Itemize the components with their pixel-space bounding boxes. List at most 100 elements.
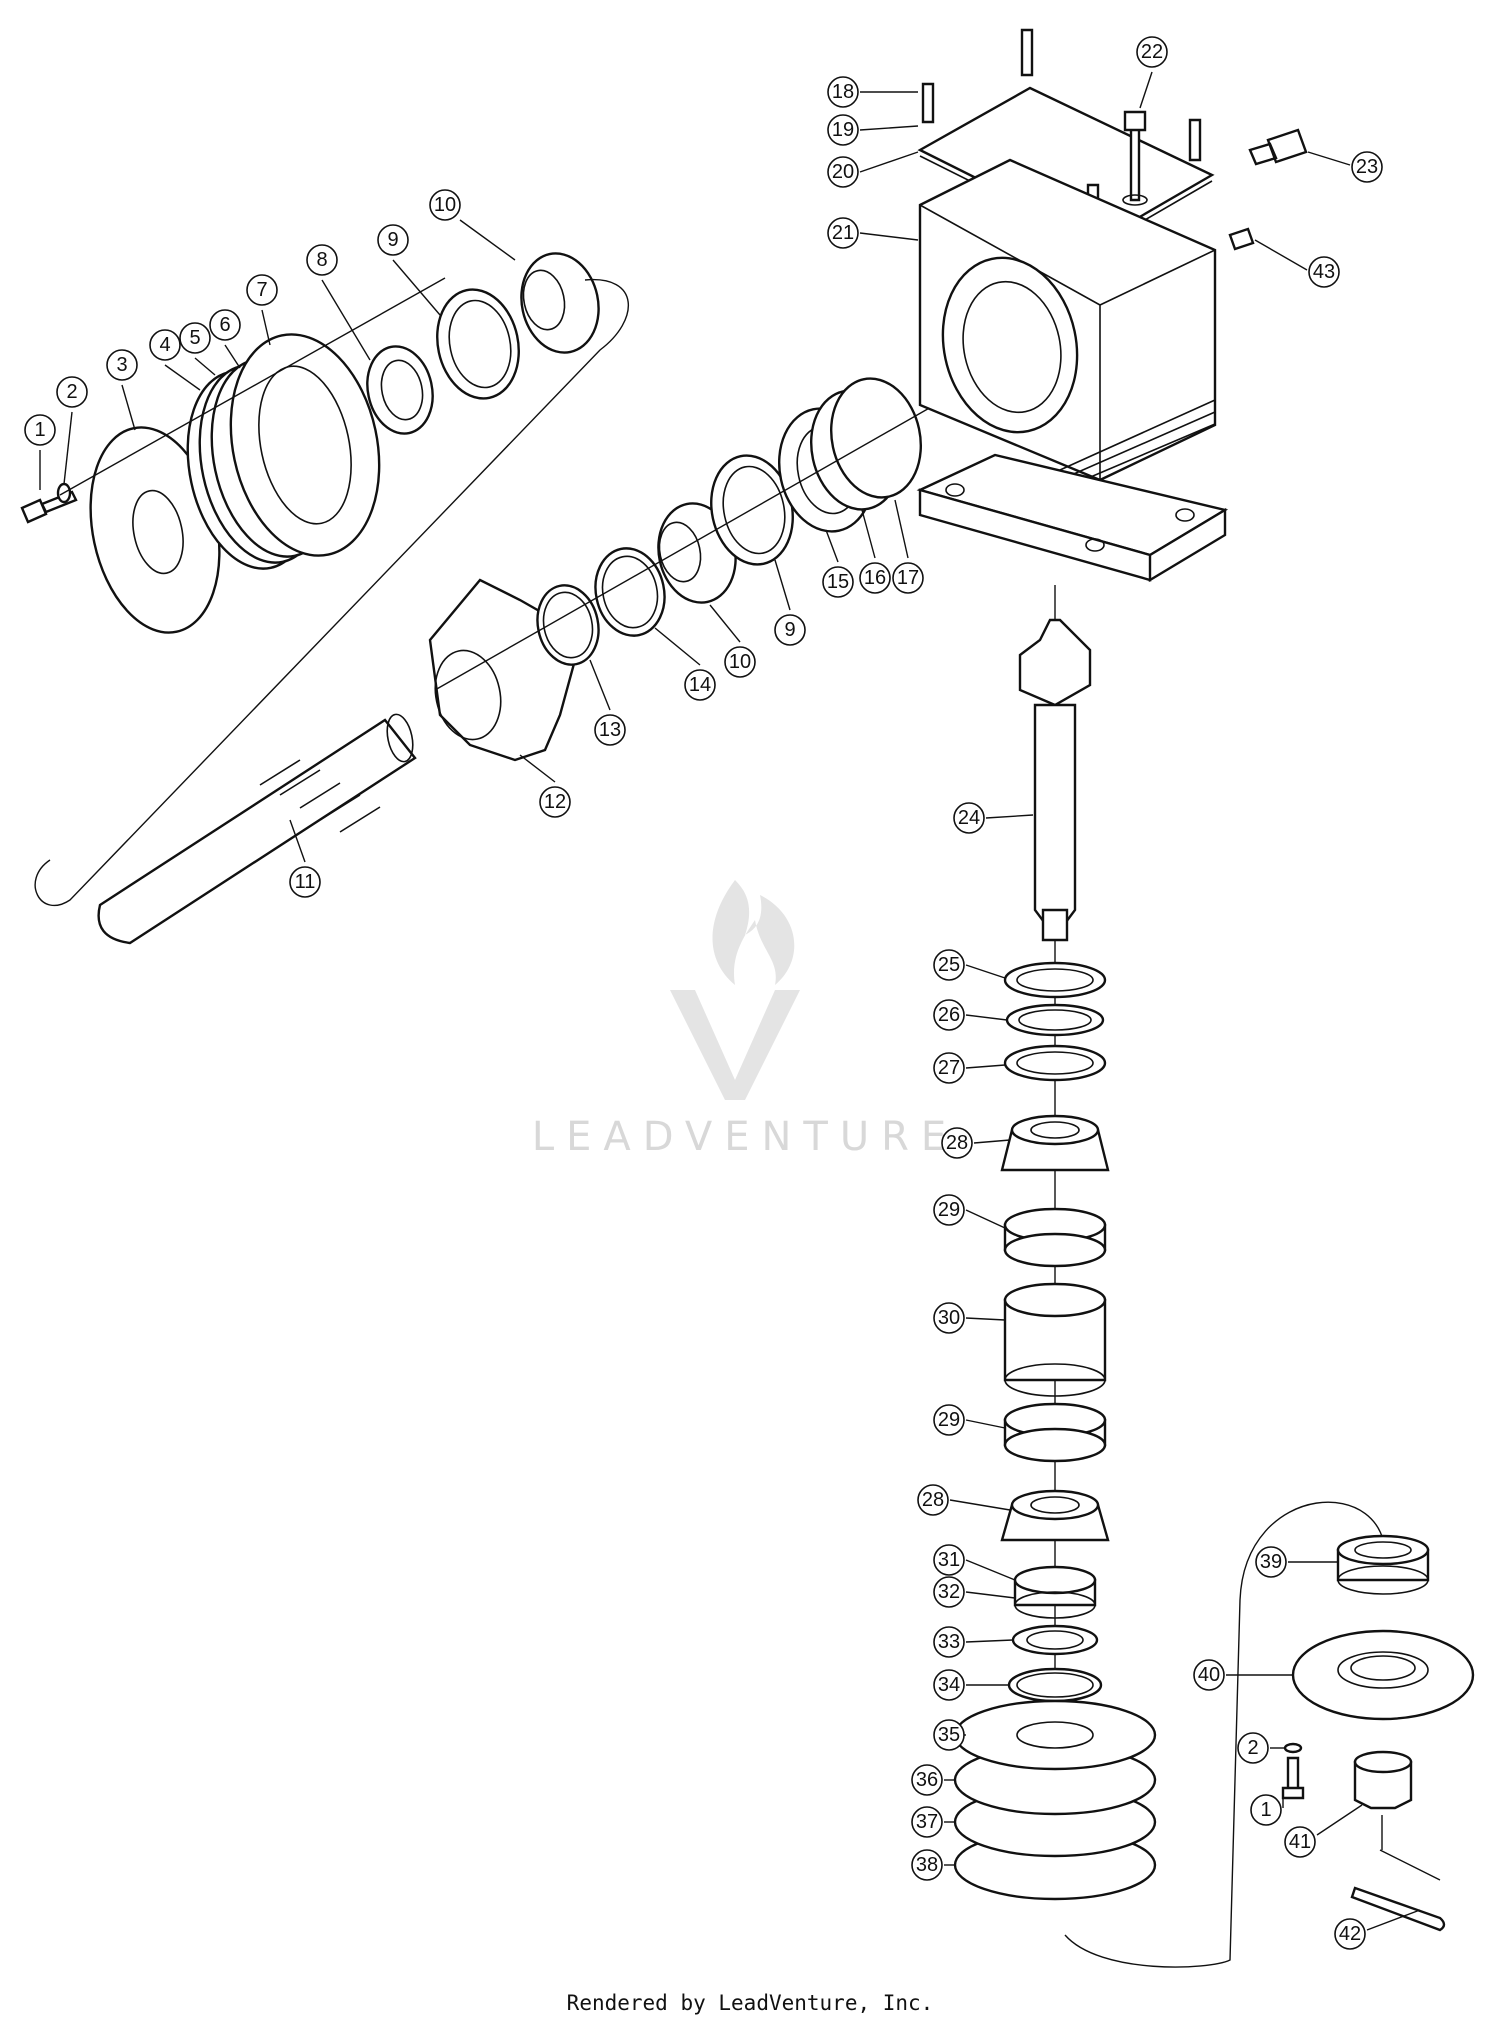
svg-text:27: 27 xyxy=(938,1057,960,1079)
callout: 17 xyxy=(892,562,924,594)
svg-text:28: 28 xyxy=(946,1132,968,1154)
svg-text:30: 30 xyxy=(938,1307,960,1329)
part-tapered-bearing-bore xyxy=(1030,1496,1080,1514)
svg-text:26: 26 xyxy=(938,1004,960,1026)
part-bearing-cup-bore xyxy=(448,299,512,389)
svg-text:37: 37 xyxy=(916,1811,938,1833)
part-hub-flange-bore xyxy=(1350,1655,1416,1681)
callout: 32 xyxy=(933,1576,965,1608)
svg-text:18: 18 xyxy=(832,81,854,103)
part-bolt xyxy=(921,82,935,124)
svg-text:40: 40 xyxy=(1198,1664,1220,1686)
callout: 5 xyxy=(179,322,211,354)
callout: 2 xyxy=(1237,1732,1269,1764)
part-input-shaft-end xyxy=(386,713,414,763)
part-shim-plate-bore xyxy=(1016,1721,1094,1749)
part-snap-ring-bore xyxy=(1016,1672,1094,1698)
gearbox-housing-assembly xyxy=(916,28,1308,583)
part-drain-plug xyxy=(1248,128,1308,166)
watermark-text: LEADVENTURE xyxy=(532,1114,958,1160)
part-breather-plug xyxy=(1123,110,1147,202)
part-snap-ring xyxy=(594,547,666,637)
svg-text:6: 6 xyxy=(219,314,230,336)
input-shaft-assembly xyxy=(20,252,1011,945)
svg-text:39: 39 xyxy=(1260,1551,1282,1573)
part-hub-seal-bore xyxy=(1354,1541,1412,1559)
callout: 42 xyxy=(1334,1918,1366,1950)
svg-text:3: 3 xyxy=(116,354,127,376)
callout: 10 xyxy=(724,646,756,678)
part-input-shaft-spline xyxy=(259,759,381,833)
svg-text:32: 32 xyxy=(938,1581,960,1603)
callout: 29 xyxy=(933,1194,965,1226)
part-hub-seal-top xyxy=(1336,1534,1430,1566)
svg-text:20: 20 xyxy=(832,161,854,183)
part-washer-bore xyxy=(1026,1630,1084,1650)
part-seal-top xyxy=(1013,1565,1097,1595)
part-spacer-tube-top xyxy=(1003,1282,1107,1318)
callout: 12 xyxy=(539,786,571,818)
callout: 21 xyxy=(827,217,859,249)
part-base-hole xyxy=(945,483,965,497)
part-castle-nut-top xyxy=(1353,1750,1413,1774)
callout: 35 xyxy=(933,1719,965,1751)
callout: 31 xyxy=(933,1544,965,1576)
svg-text:23: 23 xyxy=(1356,156,1378,178)
axis-line xyxy=(434,361,1011,691)
axis-line xyxy=(59,277,446,496)
callout: 13 xyxy=(594,714,626,746)
part-base-hole xyxy=(1175,508,1195,522)
part-spacer-tube-bottom xyxy=(1004,1363,1106,1397)
callout: 39 xyxy=(1255,1546,1287,1578)
svg-text:19: 19 xyxy=(832,119,854,141)
part-plug xyxy=(1228,227,1255,251)
part-bearing-cup-bottom xyxy=(1003,1232,1107,1268)
callout: 18 xyxy=(827,76,859,108)
callout: 9 xyxy=(774,614,806,646)
part-input-shaft xyxy=(97,718,417,945)
watermark-v-icon xyxy=(670,990,800,1100)
callout: 27 xyxy=(933,1052,965,1084)
svg-text:1: 1 xyxy=(34,419,45,441)
callout: 11 xyxy=(289,866,321,898)
svg-text:29: 29 xyxy=(938,1199,960,1221)
callout: 14 xyxy=(684,669,716,701)
callout: 25 xyxy=(933,949,965,981)
callout: 40 xyxy=(1193,1659,1225,1691)
callouts: 1 2 3 4 5 6 7 8 9 10 10 9 11 12 13 14 15… xyxy=(24,36,1421,1950)
svg-text:38: 38 xyxy=(916,1854,938,1876)
svg-text:2: 2 xyxy=(1247,1737,1258,1759)
part-tapered-bearing-top xyxy=(1010,1114,1100,1146)
footer-credit: Rendered by LeadVenture, Inc. xyxy=(567,1991,934,2015)
callout: 20 xyxy=(827,156,859,188)
watermark: LEADVENTURE xyxy=(532,880,958,1160)
part-tapered-bearing-top xyxy=(1010,1489,1100,1521)
part-bearing-cup-bottom xyxy=(1003,1427,1107,1463)
part-output-shaft-thread xyxy=(1041,908,1069,942)
callout: 33 xyxy=(933,1626,965,1658)
part-hub-seal-bottom xyxy=(1337,1565,1429,1595)
svg-text:43: 43 xyxy=(1313,261,1335,283)
callout: 2 xyxy=(56,376,88,408)
svg-text:33: 33 xyxy=(938,1631,960,1653)
svg-text:28: 28 xyxy=(922,1489,944,1511)
svg-text:11: 11 xyxy=(295,871,316,893)
assembly-loop xyxy=(1064,1501,1386,1968)
svg-text:35: 35 xyxy=(938,1724,960,1746)
svg-text:22: 22 xyxy=(1141,41,1163,63)
callout: 28 xyxy=(917,1484,949,1516)
callout: 15 xyxy=(822,566,854,598)
callout: 41 xyxy=(1284,1826,1316,1858)
part-spacer-ring-bore xyxy=(1016,1051,1094,1075)
axis-line xyxy=(1379,1815,1441,1881)
svg-text:9: 9 xyxy=(387,229,398,251)
part-bearing-cup-bore xyxy=(722,465,786,555)
part-seal-bottom xyxy=(1014,1591,1096,1619)
assembly-loop xyxy=(34,279,630,907)
svg-text:12: 12 xyxy=(544,791,566,813)
part-spacer-ring xyxy=(1003,1044,1107,1082)
part-gearbox-base-side xyxy=(918,488,1227,583)
callout: 34 xyxy=(933,1669,965,1701)
part-tapered-bearing-bore xyxy=(1030,1121,1080,1139)
